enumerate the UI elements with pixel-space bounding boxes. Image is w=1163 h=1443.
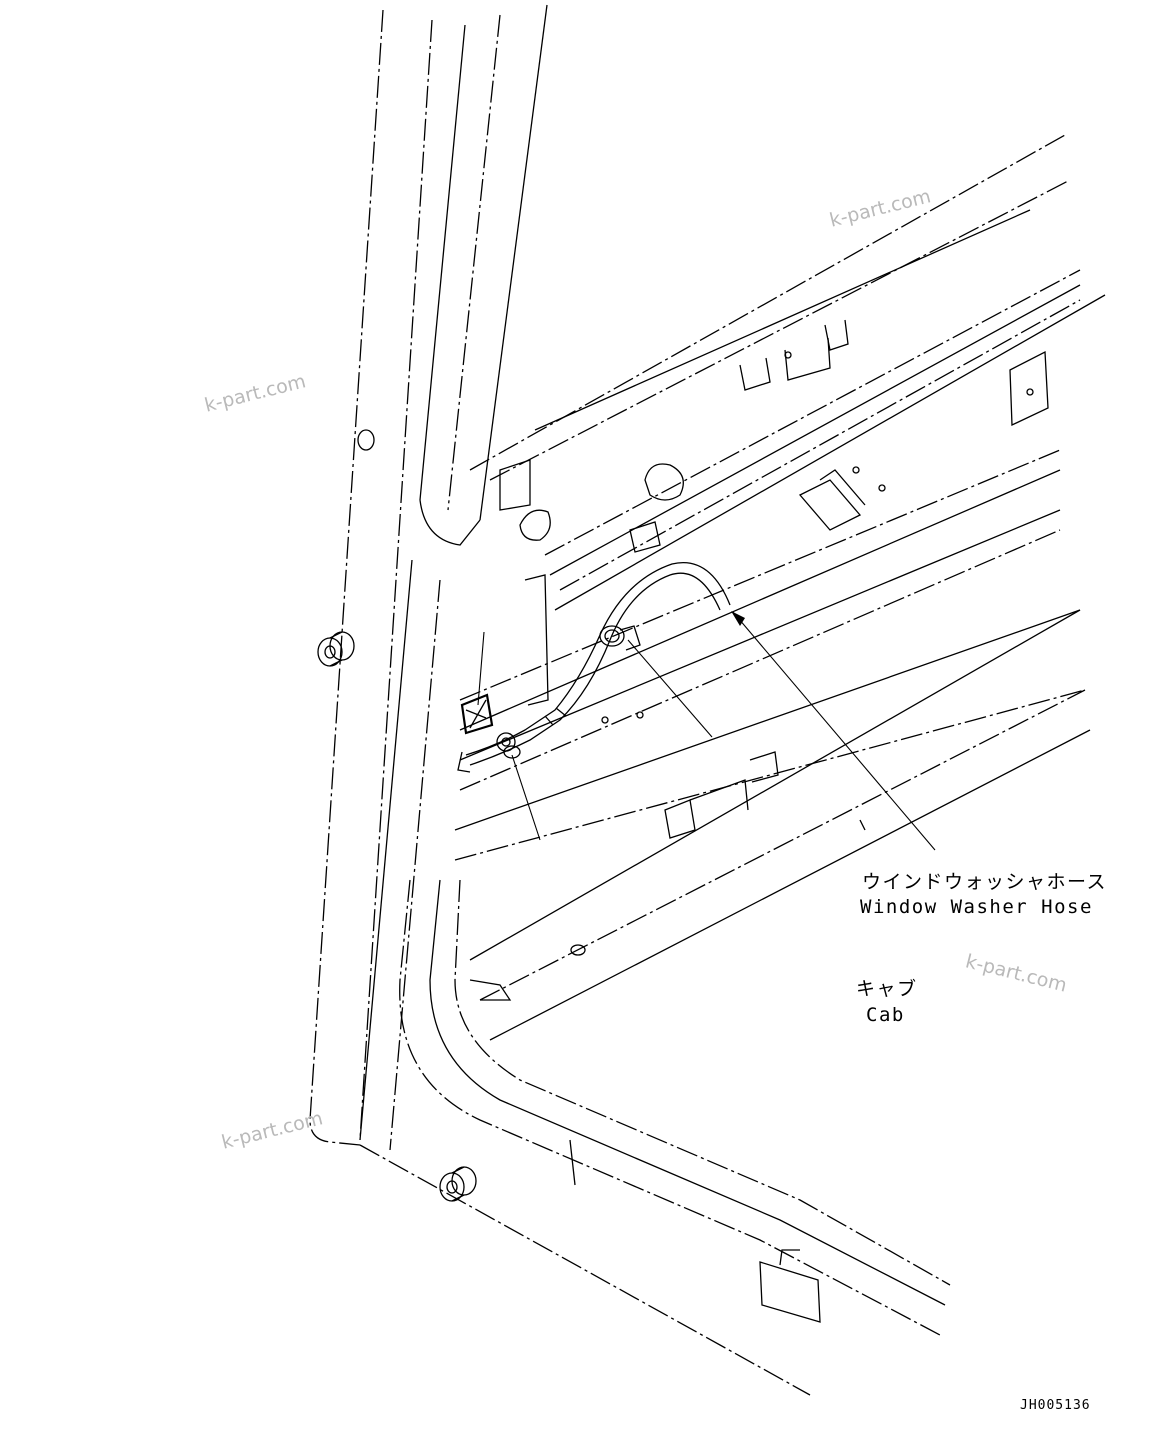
- washer-hose-label-en: Window Washer Hose: [860, 896, 1093, 918]
- leader-lines: [477, 611, 936, 851]
- cab-label-en: Cab: [866, 1004, 905, 1026]
- hose-clamps: [460, 625, 641, 759]
- brackets: [469, 319, 1049, 1001]
- cab-pillar: [309, 4, 548, 1151]
- cab-side-rails: [454, 134, 1106, 1041]
- cab-label-jp: キャブ: [856, 978, 918, 1000]
- rubber-mounts: [317, 631, 477, 1202]
- cab-lower-frame-curve: [359, 879, 951, 1396]
- drawing-code: JH005136: [1020, 1398, 1091, 1413]
- washer-hose-label-jp: ウインドウォッシャホース: [862, 871, 1108, 893]
- holes: [357, 351, 1034, 956]
- window-washer-hose: [457, 562, 731, 773]
